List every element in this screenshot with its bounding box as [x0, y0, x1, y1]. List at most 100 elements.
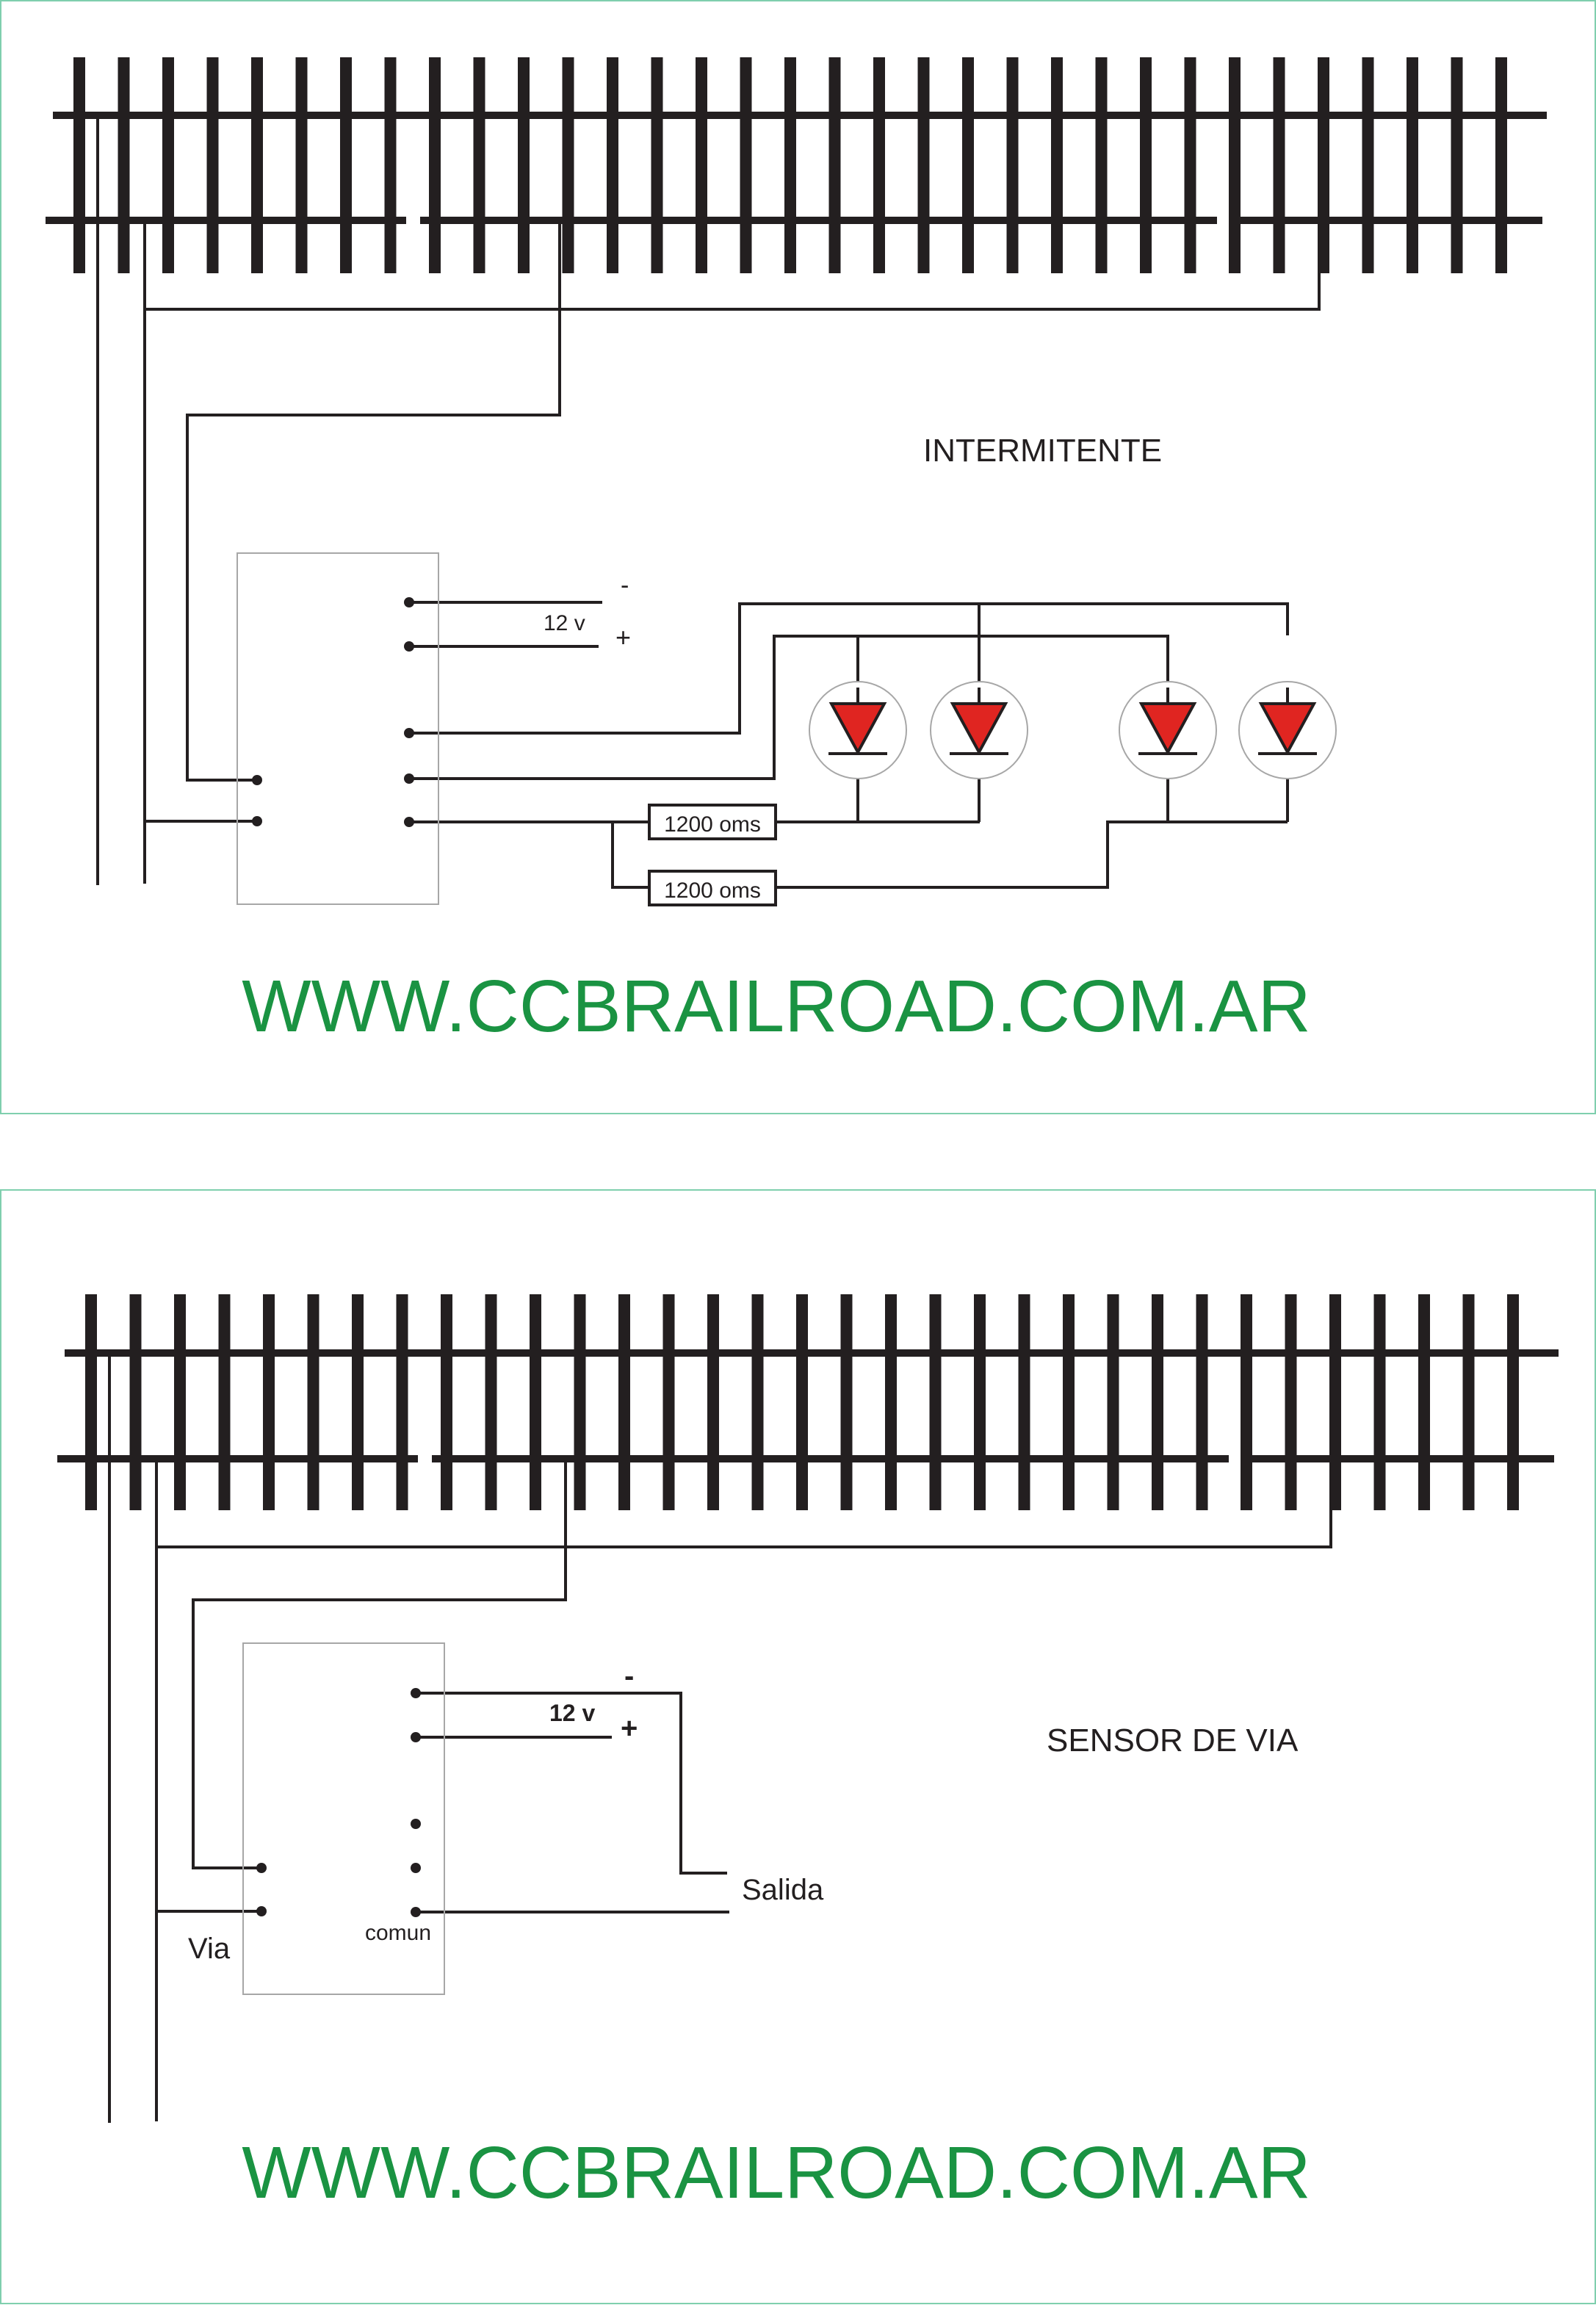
track-tie	[796, 1294, 808, 1510]
track-tie	[1063, 1294, 1075, 1510]
common-label: comun	[365, 1921, 431, 1945]
track-tie	[263, 1294, 275, 1510]
track-tie	[162, 57, 174, 273]
panel-frame	[0, 1189, 1596, 2304]
track-rails	[46, 112, 1547, 224]
module-terminals	[256, 1688, 421, 1917]
led-icon	[930, 681, 1028, 779]
track-tie	[740, 57, 752, 273]
track-tie	[295, 57, 308, 273]
track-tie	[118, 57, 130, 273]
minus-label: -	[621, 571, 629, 599]
panel-intermitente: 1200 oms 1200 oms 12 v - + INTERMITENTE …	[0, 0, 1596, 1114]
track-tie	[1418, 1294, 1430, 1510]
track-tie	[1273, 57, 1285, 273]
output-label: Salida	[742, 1874, 824, 1906]
terminal-dot	[404, 641, 414, 652]
led-icon	[1238, 681, 1337, 779]
track-tie	[1184, 57, 1196, 273]
track-tie	[1152, 1294, 1163, 1510]
track-tie	[828, 57, 841, 273]
terminal-dot	[404, 817, 414, 827]
track-tie	[1362, 57, 1374, 273]
panel-frame	[0, 0, 1596, 1114]
terminal-dot	[252, 816, 262, 826]
track-tie	[352, 1294, 364, 1510]
track-tie	[1507, 1294, 1519, 1510]
resistor-2-label: 1200 oms	[664, 879, 761, 903]
track-tie	[840, 1294, 853, 1510]
plus-label: +	[621, 1712, 638, 1745]
track-tie	[1018, 1294, 1030, 1510]
resistor-2	[648, 870, 777, 906]
footer-url: WWW.CCBRAILROAD.COM.AR	[242, 2132, 1311, 2214]
track-tie	[962, 57, 974, 273]
plus-label: +	[615, 622, 631, 652]
track-tie	[129, 1294, 142, 1510]
control-module-box	[236, 552, 439, 905]
terminal-dot	[256, 1863, 267, 1873]
voltage-label: 12 v	[544, 611, 585, 635]
track-tie	[1407, 57, 1418, 273]
track-tie	[917, 57, 930, 273]
track-tie	[751, 1294, 764, 1510]
terminal-dot	[411, 1907, 421, 1917]
track-ties	[73, 57, 1507, 273]
resistor-1-label: 1200 oms	[664, 812, 761, 837]
track-tie	[1373, 1294, 1386, 1510]
track-tie	[1241, 1294, 1252, 1510]
track-tie	[485, 1294, 497, 1510]
module-terminals	[252, 597, 414, 827]
track-tie	[174, 1294, 186, 1510]
wiring	[108, 1353, 1332, 2123]
led-group	[809, 681, 1337, 779]
track-tie	[651, 57, 663, 273]
track-tie	[974, 1294, 986, 1510]
track-tie	[873, 57, 885, 273]
track-tie	[1229, 57, 1241, 273]
track-tie	[696, 57, 707, 273]
track-tie	[1095, 57, 1108, 273]
track-tie	[441, 1294, 452, 1510]
panel-sensor-de-via: 12 v - + Salida Via comun SENSOR DE VIA …	[0, 1189, 1596, 2304]
voltage-label: 12 v	[549, 1700, 595, 1726]
track-tie	[473, 57, 485, 273]
track-tie	[707, 1294, 719, 1510]
terminal-dot	[411, 1863, 421, 1873]
track-tie	[85, 1294, 97, 1510]
resistor-1	[648, 804, 777, 840]
track-tie	[929, 1294, 942, 1510]
terminal-dot	[404, 773, 414, 784]
panel-title: INTERMITENTE	[923, 433, 1162, 469]
track-tie	[607, 57, 618, 273]
track-tie	[618, 1294, 630, 1510]
track-tie	[562, 57, 574, 273]
track-tie	[206, 57, 219, 273]
track-ties	[85, 1294, 1519, 1510]
track-tie	[218, 1294, 231, 1510]
track-tie	[429, 57, 441, 273]
track-label: Via	[188, 1933, 231, 1965]
track-tie	[1006, 57, 1019, 273]
minus-label: -	[624, 1660, 634, 1692]
track-tie	[307, 1294, 319, 1510]
terminal-dot	[256, 1906, 267, 1916]
terminal-dot	[404, 597, 414, 607]
track-tie	[518, 57, 530, 273]
terminal-dot	[411, 1732, 421, 1742]
track-tie	[1107, 1294, 1119, 1510]
track-tie	[1285, 1294, 1297, 1510]
track-tie	[73, 57, 85, 273]
track-tie	[340, 57, 352, 273]
track-tie	[662, 1294, 675, 1510]
track-tie	[1196, 1294, 1208, 1510]
footer-url: WWW.CCBRAILROAD.COM.AR	[242, 965, 1311, 1047]
track-tie	[1051, 57, 1063, 273]
track-tie	[784, 57, 796, 273]
terminal-dot	[404, 728, 414, 738]
track-tie	[1462, 1294, 1475, 1510]
led-icon	[1119, 681, 1217, 779]
terminal-dot	[411, 1819, 421, 1829]
track-tie	[1495, 57, 1507, 273]
